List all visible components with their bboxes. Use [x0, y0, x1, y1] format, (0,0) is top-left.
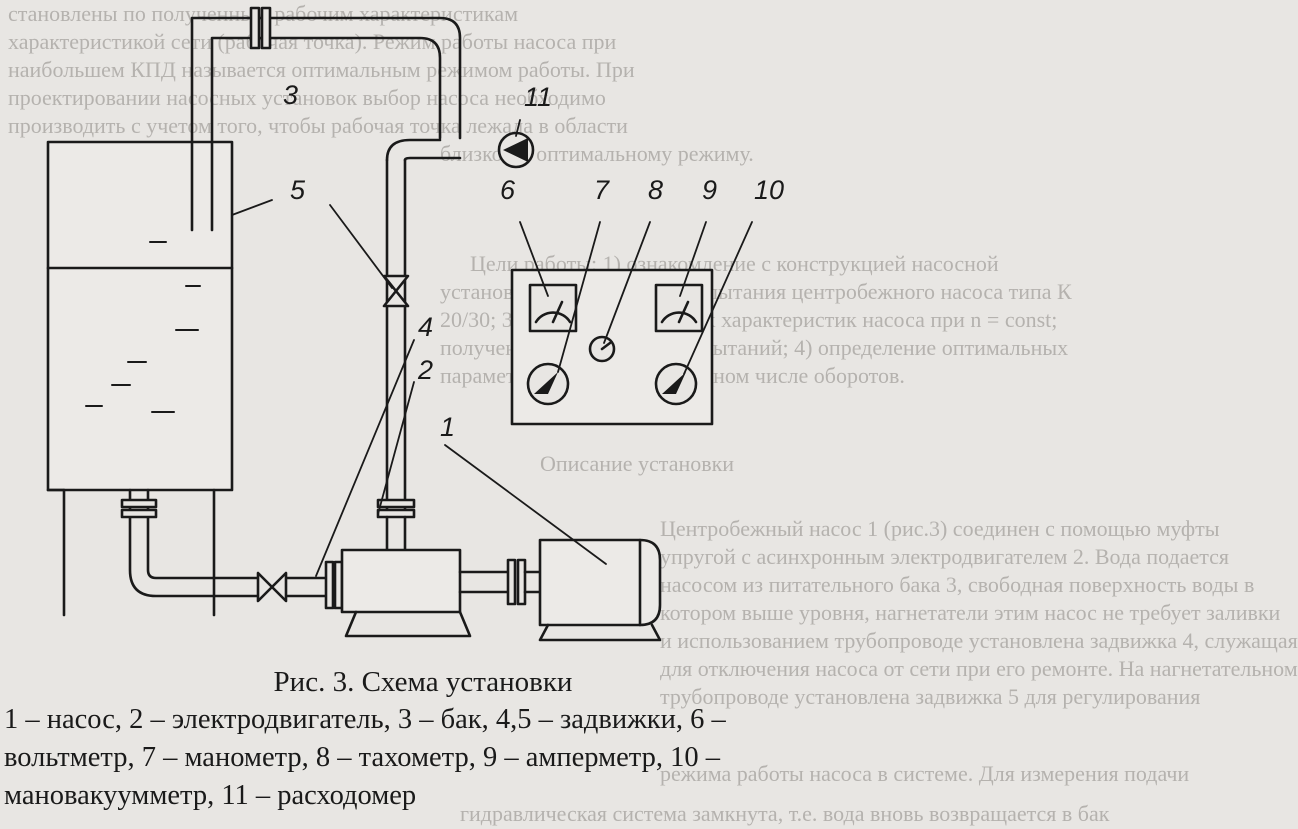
- bg-line: Центробежный насос 1 (рис.3) соединен с …: [660, 516, 1220, 541]
- legend-line: мановакуумметр, 11 – расходомер: [4, 780, 417, 811]
- bg-line: производить с учетом того, чтобы рабочая…: [8, 113, 628, 138]
- gate-valve-5-icon: [382, 274, 410, 308]
- bg-line: проектировании насосных установок выбор …: [8, 85, 606, 110]
- leader-lines: [231, 119, 753, 577]
- instrument-panel: [510, 268, 714, 426]
- callout-6: 6: [500, 175, 516, 205]
- bg-line: для отключения насоса от сети при его ре…: [660, 656, 1298, 681]
- bg-line: наибольшем КПД называется оптимальным ре…: [8, 57, 635, 82]
- bg-line: гидравлическая система замкнута, т.е. во…: [460, 801, 1110, 826]
- bg-line: трубопроводе установлена задвижка 5 для …: [660, 684, 1201, 709]
- background-text: становлены по полученным рабочим характе…: [8, 1, 1298, 826]
- bg-line: близкой к оптимальному режиму.: [440, 141, 754, 166]
- gate-valve-4-icon: [256, 571, 288, 603]
- callout-3: 3: [283, 80, 299, 110]
- flowmeter-icon: [497, 131, 535, 169]
- legend-line: 1 – насос, 2 – электродвигатель, 3 – бак…: [4, 704, 726, 735]
- pump: [324, 548, 510, 638]
- voltmeter-icon: [528, 283, 578, 333]
- callout-9: 9: [702, 175, 718, 205]
- figure-legend: 1 – насос, 2 – электродвигатель, 3 – бак…: [4, 701, 844, 815]
- callout-11: 11: [524, 82, 553, 112]
- bg-line: Описание установки: [540, 451, 735, 476]
- bg-line: котором выше уровня, нагнетатели этим на…: [660, 600, 1281, 625]
- tank: [46, 140, 234, 617]
- bg-line: характеристикой сети (рабочая точка). Ре…: [8, 29, 617, 54]
- figure-title: Рис. 3. Схема установки: [273, 666, 573, 698]
- callout-2: 2: [418, 355, 434, 385]
- callout-10: 10: [754, 175, 785, 205]
- ammeter-icon: [654, 283, 704, 333]
- bg-line: режима работы насоса в системе. Для изме…: [660, 761, 1190, 786]
- manometer-icon: [526, 362, 570, 406]
- electric-motor: [538, 538, 662, 642]
- callout-7: 7: [594, 175, 610, 205]
- legend-line: вольтметр, 7 – манометр, 8 – тахометр, 9…: [4, 742, 720, 773]
- installation-scheme: [46, 6, 753, 642]
- manovacuummeter-icon: [654, 362, 698, 406]
- suction-pipe: [120, 488, 327, 598]
- callout-8: 8: [648, 175, 664, 205]
- callout-4: 4: [418, 312, 434, 342]
- callout-5: 5: [290, 175, 306, 205]
- coupling: [506, 558, 542, 606]
- bg-line: насосом из питательного бака 3, свободна…: [660, 572, 1255, 597]
- tachometer-icon: [588, 335, 616, 363]
- bg-line: упругой с асинхронным электродвигателем …: [660, 544, 1230, 569]
- discharge-pipe: [190, 6, 462, 552]
- callout-1: 1: [440, 412, 456, 442]
- bg-line: и использованием трубопроводе установлен…: [660, 628, 1298, 653]
